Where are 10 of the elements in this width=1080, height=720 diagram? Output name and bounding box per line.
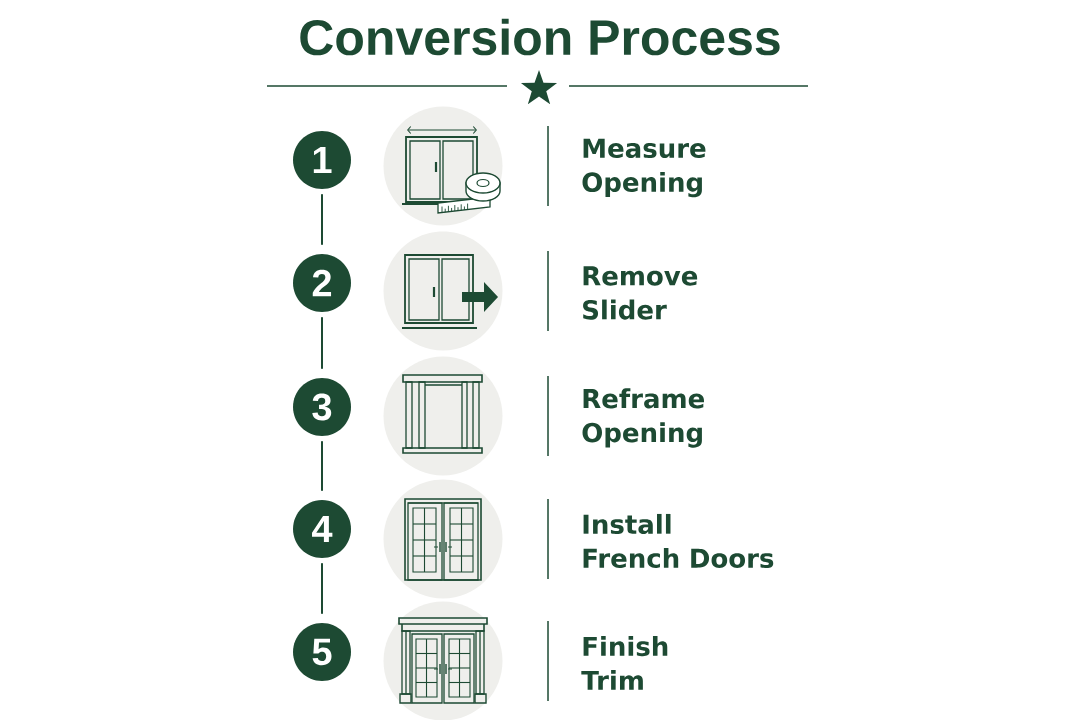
title: Conversion Process <box>300 18 780 56</box>
step-label: Measure Opening <box>582 138 706 198</box>
step-label: Reframe Opening <box>582 388 704 448</box>
connector-line <box>321 316 323 370</box>
step-label: Finish Trim <box>581 636 668 690</box>
step-label: Install French Doors <box>583 513 774 569</box>
connector-line <box>321 562 323 615</box>
connector-line <box>321 440 323 492</box>
connector-line <box>321 193 323 246</box>
step-label: Remove Slider <box>583 266 698 320</box>
